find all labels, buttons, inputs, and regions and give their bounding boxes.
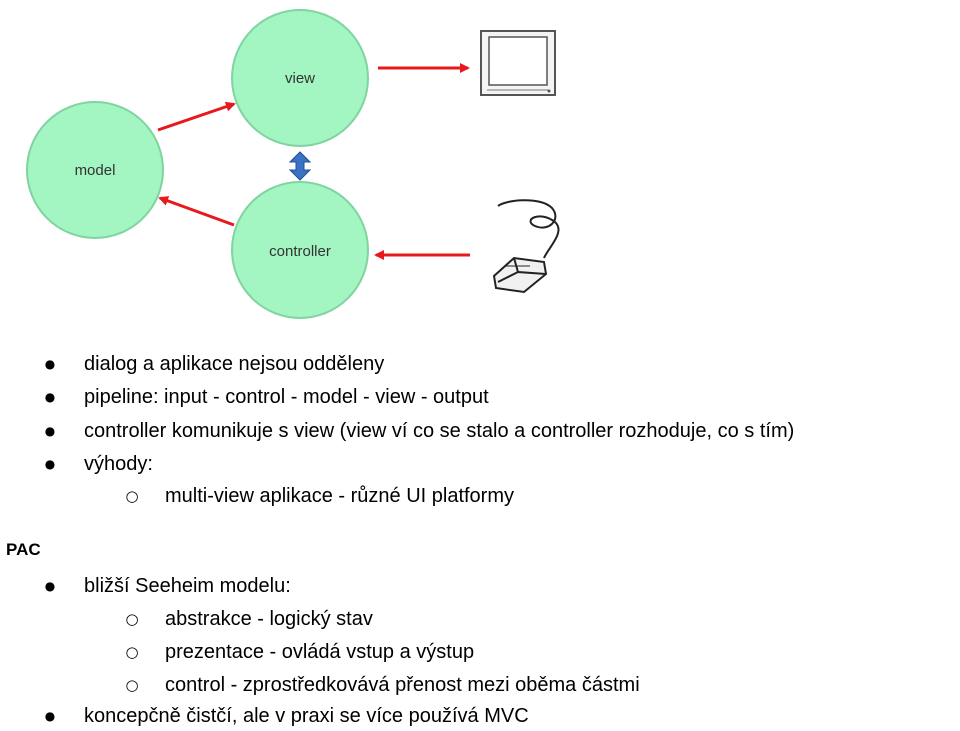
- controller-label: controller: [269, 243, 331, 260]
- list-item-text: dialog a aplikace nejsou odděleny: [84, 353, 385, 375]
- view-label: view: [285, 70, 315, 87]
- controller-node: [231, 181, 369, 319]
- bullet-icon: ●: [44, 579, 56, 593]
- model-label: model: [75, 162, 116, 179]
- mouse-icon: [492, 199, 560, 294]
- circle-bullet-icon: ○: [125, 643, 139, 661]
- list-item-text: koncepčně čistčí, ale v praxi se více po…: [84, 705, 529, 727]
- model-node: [26, 101, 164, 239]
- section-heading: PAC: [6, 540, 41, 559]
- double-arrow-icon: [288, 151, 312, 181]
- list-item-text: výhody:: [84, 453, 153, 475]
- bullet-icon: ●: [44, 457, 56, 471]
- arrow-controller-to-model: [158, 196, 235, 227]
- mvc-diagram: model view controller: [26, 9, 560, 319]
- list-item-text: multi-view aplikace - různé UI platformy: [165, 485, 514, 507]
- circle-bullet-icon: ○: [125, 610, 139, 628]
- circle-bullet-icon: ○: [125, 676, 139, 694]
- monitor-icon: [480, 30, 556, 96]
- bullet-icon: ●: [44, 424, 56, 438]
- list-item-text: abstrakce - logický stav: [165, 608, 373, 630]
- list-item-text: pipeline: input - control - model - view…: [84, 386, 489, 408]
- bullet-icon: ●: [44, 709, 56, 723]
- bullet-icon: ●: [44, 390, 56, 404]
- view-node: [231, 9, 369, 147]
- bullet-icon: ●: [44, 357, 56, 371]
- circle-bullet-icon: ○: [125, 487, 139, 505]
- arrow-model-to-view: [157, 101, 236, 132]
- list-item-text: bližší Seeheim modelu:: [84, 575, 291, 597]
- list-item-text: prezentace - ovládá vstup a výstup: [165, 641, 475, 663]
- list-item-text: control - zprostředkovává přenost mezi o…: [165, 674, 640, 696]
- list-item-text: controller komunikuje s view (view ví co…: [84, 420, 795, 442]
